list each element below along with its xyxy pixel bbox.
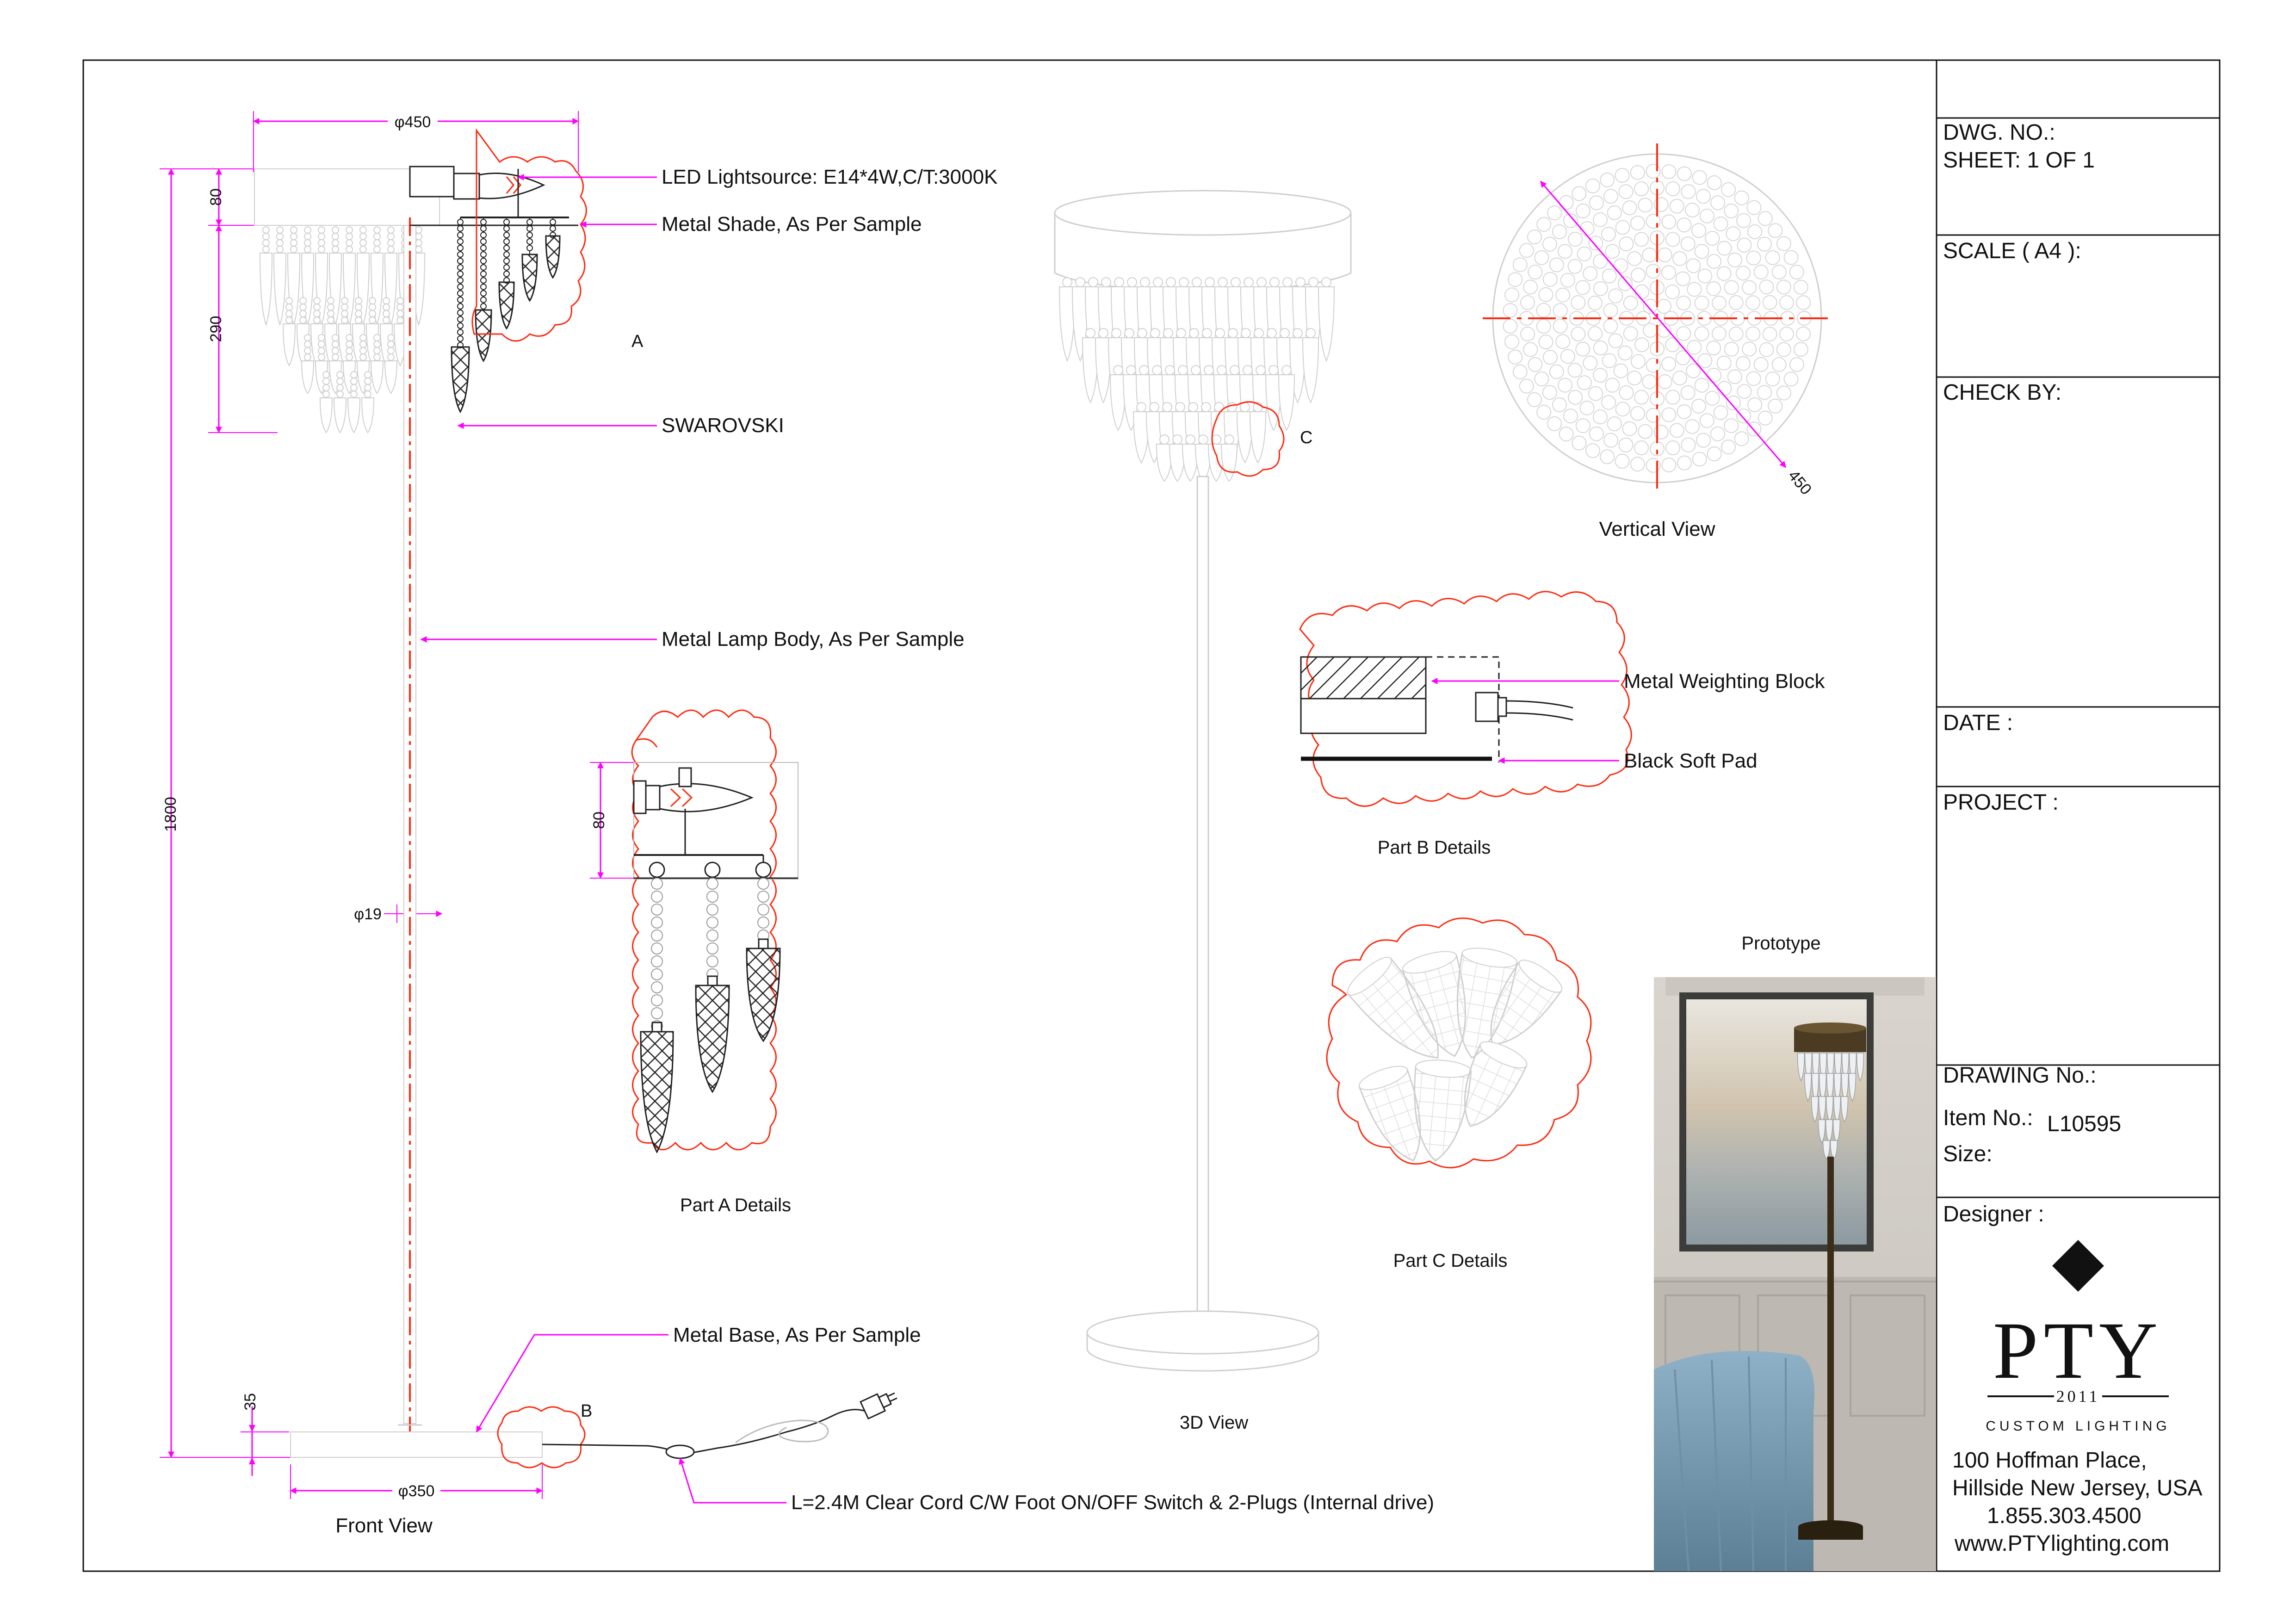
tb-dwg-no: DWG. NO.:	[1943, 120, 2055, 145]
front-view-lamp: A B	[254, 128, 897, 1468]
sheet-frame	[82, 59, 2221, 1572]
detail-marker-c: C	[1300, 428, 1312, 447]
part-c-details	[1326, 917, 1592, 1169]
prototype-photo	[1654, 977, 1936, 1572]
tb-address1: 100 Hoffman Place,	[1952, 1448, 2147, 1473]
callout-shade: Metal Shade, As Per Sample	[662, 213, 922, 235]
callout-cord: L=2.4M Clear Cord C/W Foot ON/OFF Switch…	[791, 1491, 1434, 1514]
callout-led: LED Lightsource: E14*4W,C/T:3000K	[662, 166, 997, 188]
callout-pad: Black Soft Pad	[1624, 750, 1758, 772]
brand-logo: PTY	[1993, 1306, 2164, 1396]
diamond-logo-icon	[2052, 1240, 2104, 1292]
label-3d-view: 3D View	[1180, 1412, 1248, 1433]
callout-base: Metal Base, As Per Sample	[673, 1324, 921, 1346]
tb-sheet: SHEET: 1 OF 1	[1943, 148, 2095, 173]
tb-web[interactable]: www.PTYlighting.com	[1954, 1531, 2169, 1556]
tb-drawing-no: DRAWING No.:	[1943, 1063, 2097, 1088]
front-view-dimensions: φ450 1800 80 290 φ19 35 φ350	[160, 111, 579, 1501]
tb-size: Size:	[1943, 1142, 1993, 1166]
label-part-c: Part C Details	[1393, 1251, 1508, 1271]
dim-vertical-diameter: 450	[1785, 467, 1815, 498]
label-front-view: Front View	[335, 1514, 433, 1537]
dim-base-diameter: φ350	[398, 1482, 435, 1500]
callout-body: Metal Lamp Body, As Per Sample	[662, 628, 965, 650]
three-d-view: C	[1054, 190, 1352, 1372]
dim-part-a-height: 80	[590, 812, 608, 829]
tb-check-by: CHECK BY:	[1943, 380, 2061, 405]
tb-phone: 1.855.303.4500	[1987, 1504, 2141, 1528]
dim-pole-diameter: φ19	[354, 905, 382, 923]
detail-marker-a: A	[631, 332, 644, 351]
callout-weighting: Metal Weighting Block	[1624, 670, 1826, 693]
detail-marker-b: B	[581, 1401, 592, 1421]
dim-total-height: 1800	[162, 797, 179, 832]
dim-crystal-height: 290	[207, 316, 225, 342]
label-part-a: Part A Details	[680, 1195, 791, 1215]
label-part-b: Part B Details	[1378, 837, 1491, 858]
dim-top-diameter: φ450	[395, 113, 431, 131]
callout-swarovski: SWAROVSKI	[662, 414, 784, 437]
dim-shade-height: 80	[207, 188, 225, 206]
vertical-view: 450	[1483, 143, 1832, 498]
dim-base-height: 35	[241, 1393, 259, 1411]
title-block: DWG. NO.: SHEET: 1 OF 1 SCALE ( A4 ): CH…	[1937, 117, 2220, 1556]
tb-scale: SCALE ( A4 ):	[1943, 239, 2081, 263]
label-prototype: Prototype	[1741, 933, 1820, 954]
tb-address2: Hillside New Jersey, USA	[1952, 1476, 2203, 1500]
tb-item-no-label: Item No.:	[1943, 1106, 2033, 1130]
tb-designer: Designer :	[1943, 1202, 2044, 1227]
tb-date: DATE :	[1943, 711, 2013, 735]
part-b-details: Metal Weighting Block Black Soft Pad	[1299, 591, 1826, 807]
callouts: LED Lightsource: E14*4W,C/T:3000K Metal …	[420, 166, 1434, 1514]
part-a-details: 80	[590, 709, 798, 1154]
brand-tagline: CUSTOM LIGHTING	[1986, 1419, 2170, 1434]
brand-year: 2011	[2056, 1387, 2100, 1406]
tb-project: PROJECT :	[1943, 790, 2059, 815]
label-vertical-view: Vertical View	[1599, 518, 1715, 540]
tb-item-no: L10595	[2047, 1112, 2121, 1136]
